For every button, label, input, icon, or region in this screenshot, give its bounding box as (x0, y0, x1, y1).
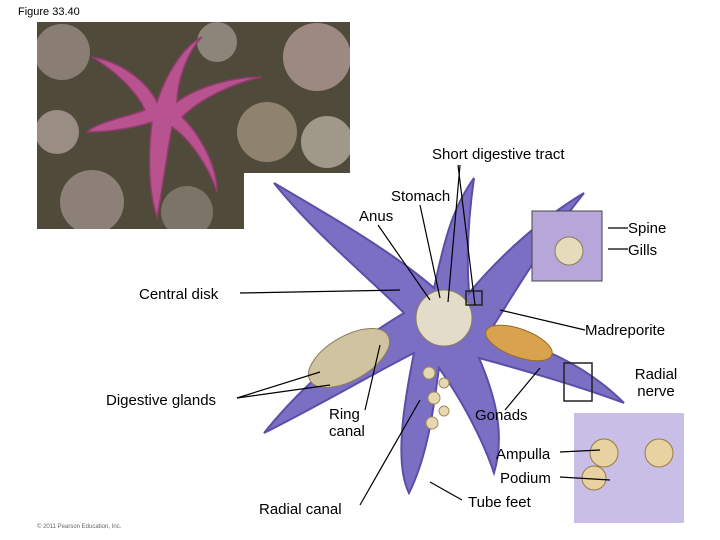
label-stomach: Stomach (391, 188, 451, 205)
label-madreporite: Madreporite (585, 322, 666, 339)
photo-starfish (85, 36, 263, 220)
label-central-disk: Central disk (139, 286, 219, 303)
label-radial-canal: Radial canal (259, 501, 342, 518)
label-gonads: Gonads (475, 407, 528, 424)
label-short-digestive-tract: Short digestive tract (432, 146, 565, 163)
label-ring-canal: Ring canal (329, 406, 365, 440)
label-tube-feet: Tube feet (468, 494, 531, 511)
copyright-notice: © 2011 Pearson Education, Inc. (37, 524, 122, 530)
ampullae-shape (422, 366, 450, 430)
figure-title: Figure 33.40 (18, 6, 80, 18)
label-podium: Podium (500, 470, 551, 487)
digestive-glands-shape (308, 289, 473, 388)
label-radial-nerve: Radial nerve (634, 366, 678, 400)
label-spine: Spine (628, 220, 667, 237)
label-digestive-glands: Digestive glands (106, 392, 217, 409)
inset-tube-feet (574, 413, 684, 523)
starfish-anatomy-diagram (244, 173, 684, 523)
label-ampulla: Ampulla (496, 446, 551, 463)
label-gills: Gills (628, 242, 658, 259)
label-anus: Anus (359, 208, 394, 225)
inset-spine-gills (531, 210, 603, 282)
